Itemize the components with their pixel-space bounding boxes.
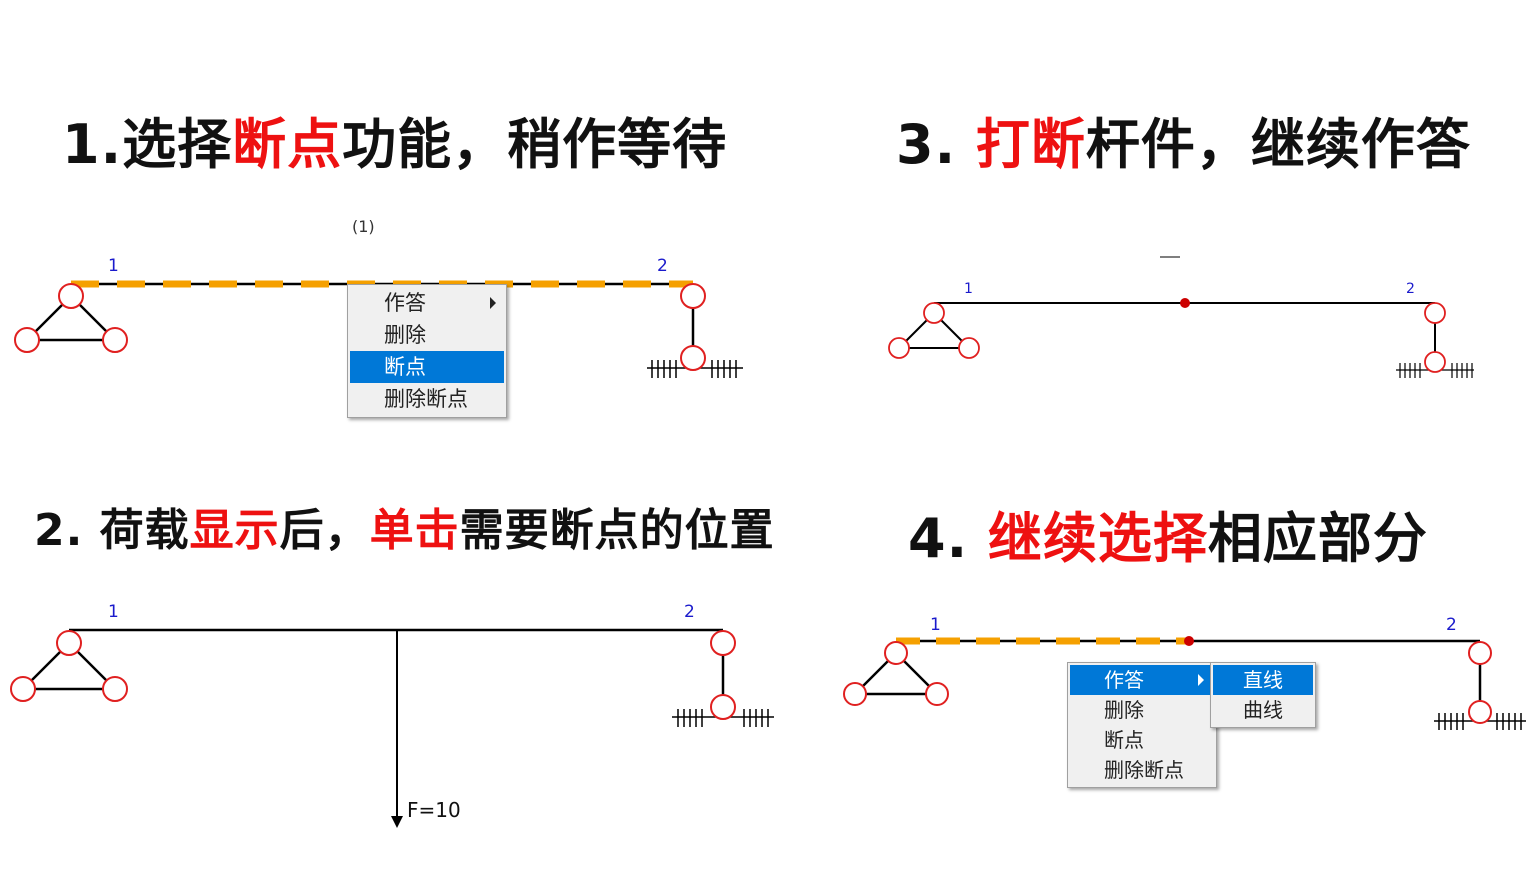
step-3-heading: 3. 打断杆件，继续作答 (896, 100, 1471, 179)
menu-item-answer[interactable]: 作答 (1070, 665, 1214, 695)
submenu-item-straight-line[interactable]: 直线 (1213, 665, 1313, 695)
step-2-highlight: 显示 (189, 505, 280, 556)
panel-3-frame[interactable]: 1 2 (888, 256, 1474, 378)
menu-item-delete-breakpoint[interactable]: 删除断点 (384, 387, 468, 411)
menu-item-delete[interactable]: 删除 (1104, 698, 1144, 722)
step-4-heading: 4. 继续选择相应部分 (908, 494, 1428, 573)
panel-1-partial-label: (1) (352, 217, 375, 236)
menu-item-breakpoint[interactable]: 断点 (350, 351, 504, 383)
step-2-suffix: 需要断点的位置 (459, 505, 775, 556)
menu-item-delete[interactable]: 删除 (384, 323, 426, 347)
step-1-prefix: 1.选择 (62, 113, 233, 176)
panel-4-node-label-2: 2 (1446, 615, 1457, 635)
panel-2-node-label-2: 2 (684, 602, 695, 622)
panel-4-frame[interactable]: 1 2 (843, 615, 1526, 730)
panel-3-node-label-2: 2 (1406, 281, 1415, 297)
fixed-support-icon (1396, 302, 1474, 378)
panel-2-frame[interactable]: F=10 1 2 (10, 602, 774, 828)
step-2-heading: 2. 荷载显示后，单击需要断点的位置 (34, 494, 775, 558)
step-3-suffix: 杆件，继续作答 (1085, 113, 1471, 176)
panel-1-context-menu: 作答 删除 断点 删除断点 (347, 284, 507, 418)
load-arrow-icon (391, 630, 403, 828)
fixed-support-icon (647, 283, 743, 378)
panel-2-node-label-1: 1 (108, 602, 119, 622)
step-2-prefix: 2. 荷载 (34, 505, 190, 556)
step-3-highlight: 打断 (975, 113, 1086, 176)
submenu-arrow-icon (490, 297, 496, 309)
pin-support-icon (843, 641, 949, 706)
submenu-arrow-icon (1198, 674, 1204, 686)
load-label: F=10 (407, 798, 461, 822)
pin-support-icon (14, 283, 128, 353)
menu-item-delete-breakpoint[interactable]: 删除断点 (1104, 758, 1184, 782)
breakpoint-marker[interactable] (1184, 636, 1194, 646)
pin-support-icon (10, 630, 128, 702)
step-1-suffix: 功能，稍作等待 (342, 113, 728, 176)
step-2-highlight-2: 单击 (369, 505, 460, 556)
panel-3-node-label-1: 1 (964, 281, 973, 297)
panel-4-context-menu: 作答 删除 断点 删除断点 (1067, 662, 1217, 788)
pin-support-icon (888, 302, 980, 359)
step-1-highlight: 断点 (232, 113, 343, 176)
panel-1-frame[interactable]: (1) 1 2 (14, 217, 743, 378)
submenu-item-curve[interactable]: 曲线 (1243, 698, 1283, 722)
step-3-prefix: 3. (896, 113, 976, 176)
panel-1-node-label-2: 2 (657, 256, 668, 276)
panel-1-node-label-1: 1 (108, 256, 119, 276)
panel-4-node-label-1: 1 (930, 615, 941, 635)
step-1-heading: 1.选择断点功能，稍作等待 (62, 100, 727, 179)
step-2-middle: 后， (279, 505, 370, 556)
panel-4-answer-submenu: 直线 曲线 (1210, 662, 1316, 728)
step-4-highlight: 继续选择 (987, 507, 1208, 570)
menu-item-answer[interactable]: 作答 (348, 287, 506, 319)
step-4-suffix: 相应部分 (1207, 507, 1428, 570)
fixed-support-icon (672, 630, 774, 727)
fixed-support-icon (1434, 641, 1526, 730)
breakpoint-marker[interactable] (1180, 298, 1190, 308)
step-4-prefix: 4. (908, 507, 988, 570)
menu-item-breakpoint[interactable]: 断点 (1104, 728, 1144, 752)
